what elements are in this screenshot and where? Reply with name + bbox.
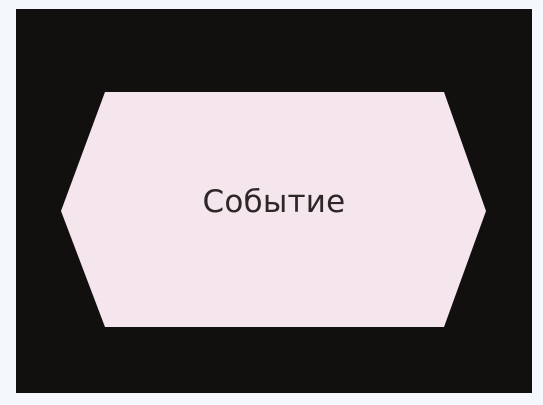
event-hexagon — [61, 92, 486, 327]
diagram-canvas — [61, 92, 486, 327]
event-label: Событие — [202, 184, 346, 220]
diagram-frame: Событие — [16, 9, 532, 393]
